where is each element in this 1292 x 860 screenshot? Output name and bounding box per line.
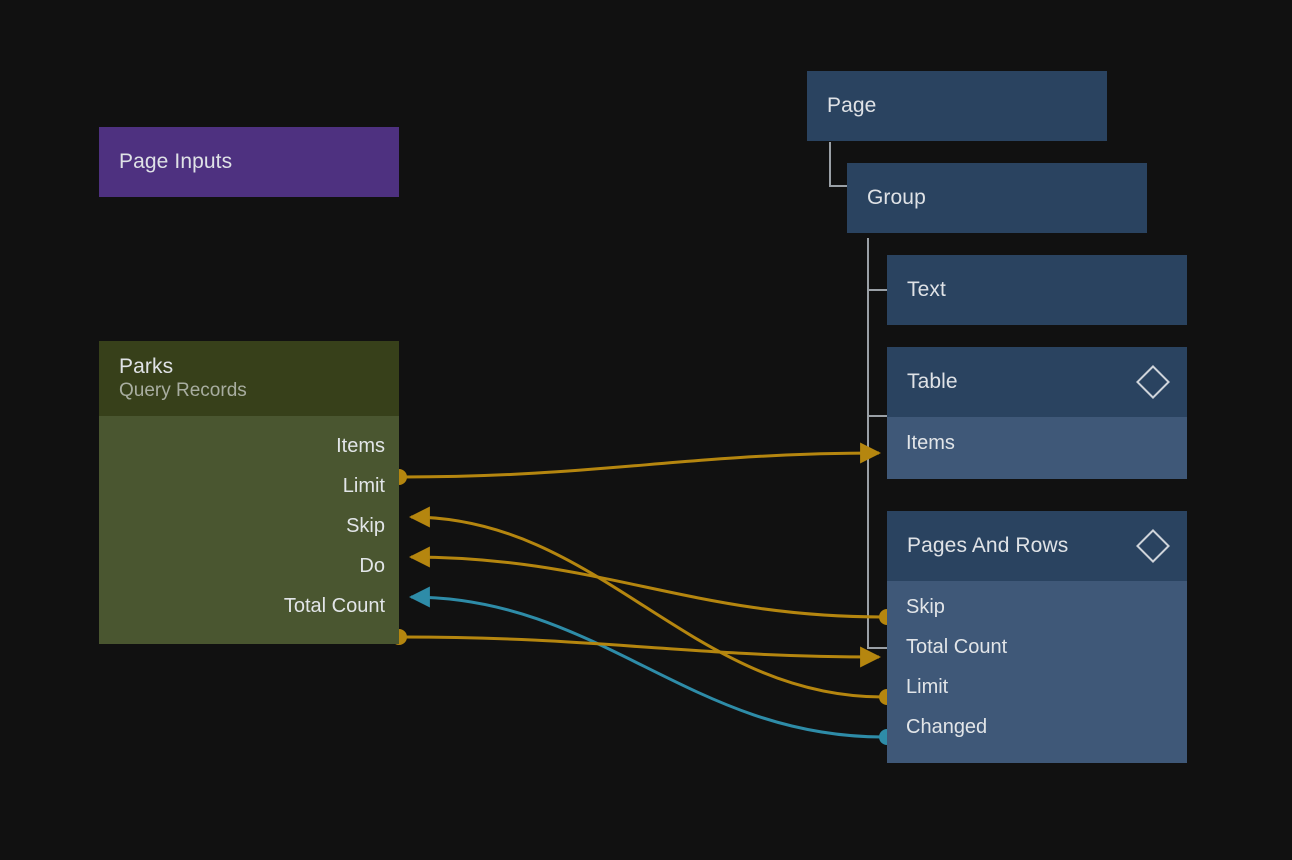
port-pages-and-rows-limit[interactable]: Limit: [887, 667, 1187, 707]
node-pages-and-rows[interactable]: Pages And Rows Skip Total Count Limit Ch…: [887, 511, 1187, 774]
node-table-title: Table: [907, 370, 958, 393]
node-parks-title: Parks: [119, 355, 174, 378]
node-text[interactable]: Text: [887, 255, 1187, 325]
port-parks-do-label: Do: [359, 555, 385, 577]
port-pages-and-rows-changed[interactable]: Changed: [887, 707, 1187, 747]
node-parks[interactable]: Parks Query Records Items Limit Skip Do …: [99, 341, 399, 675]
node-page-header: Page: [807, 71, 1107, 141]
port-pages-and-rows-total-count[interactable]: Total Count: [887, 627, 1187, 667]
edge-parks-items-to-table-items: [402, 442, 882, 479]
node-page[interactable]: Page: [807, 71, 1107, 141]
node-group-header: Group: [847, 163, 1147, 233]
node-group-title: Group: [867, 186, 926, 209]
node-parks-body: Items Limit Skip Do Total Count: [99, 416, 399, 644]
port-parks-items-label: Items: [336, 435, 385, 457]
edge-pagesandrows-changed-to-parks-do: [408, 586, 884, 739]
diamond-icon: [1136, 365, 1170, 399]
node-text-header: Text: [887, 255, 1187, 325]
port-pages-and-rows-limit-label: Limit: [906, 676, 949, 698]
node-page-inputs-header: Page Inputs: [99, 127, 399, 197]
port-parks-do[interactable]: Do: [99, 546, 399, 586]
node-table-body: Items: [887, 417, 1187, 479]
node-table[interactable]: Table Items: [887, 347, 1187, 492]
port-parks-limit-label: Limit: [342, 475, 385, 497]
node-pages-and-rows-header: Pages And Rows: [887, 511, 1187, 581]
node-table-header: Table: [887, 347, 1187, 417]
port-parks-skip-label: Skip: [346, 515, 385, 537]
port-parks-limit[interactable]: Limit: [99, 466, 399, 506]
node-page-inputs-title: Page Inputs: [119, 150, 233, 173]
edge-parks-totalcount-to-pagesandrows-totalcount: [402, 635, 882, 668]
node-parks-header: Parks Query Records: [99, 341, 399, 416]
node-pages-and-rows-body: Skip Total Count Limit Changed: [887, 581, 1187, 763]
port-table-items[interactable]: Items: [887, 423, 1187, 463]
node-page-title: Page: [827, 94, 877, 117]
port-parks-skip[interactable]: Skip: [99, 506, 399, 546]
edge-pagesandrows-skip-to-parks-skip: [408, 546, 884, 619]
port-pages-and-rows-skip[interactable]: Skip: [887, 587, 1187, 627]
node-page-inputs[interactable]: Page Inputs: [99, 127, 399, 197]
node-text-title: Text: [907, 278, 946, 301]
port-parks-total-count-label: Total Count: [283, 595, 385, 617]
node-pages-and-rows-title: Pages And Rows: [907, 534, 1069, 557]
diamond-icon: [1136, 529, 1170, 563]
port-table-items-label: Items: [906, 432, 955, 454]
port-pages-and-rows-changed-label: Changed: [906, 716, 988, 738]
node-group[interactable]: Group: [847, 163, 1147, 233]
port-pages-and-rows-skip-label: Skip: [906, 596, 945, 618]
port-parks-total-count[interactable]: Total Count: [99, 586, 399, 626]
node-parks-subtitle: Query Records: [119, 380, 247, 401]
port-pages-and-rows-total-count-label: Total Count: [906, 636, 1008, 658]
edge-pagesandrows-limit-to-parks-limit: [408, 506, 884, 699]
port-parks-items[interactable]: Items: [99, 426, 399, 466]
